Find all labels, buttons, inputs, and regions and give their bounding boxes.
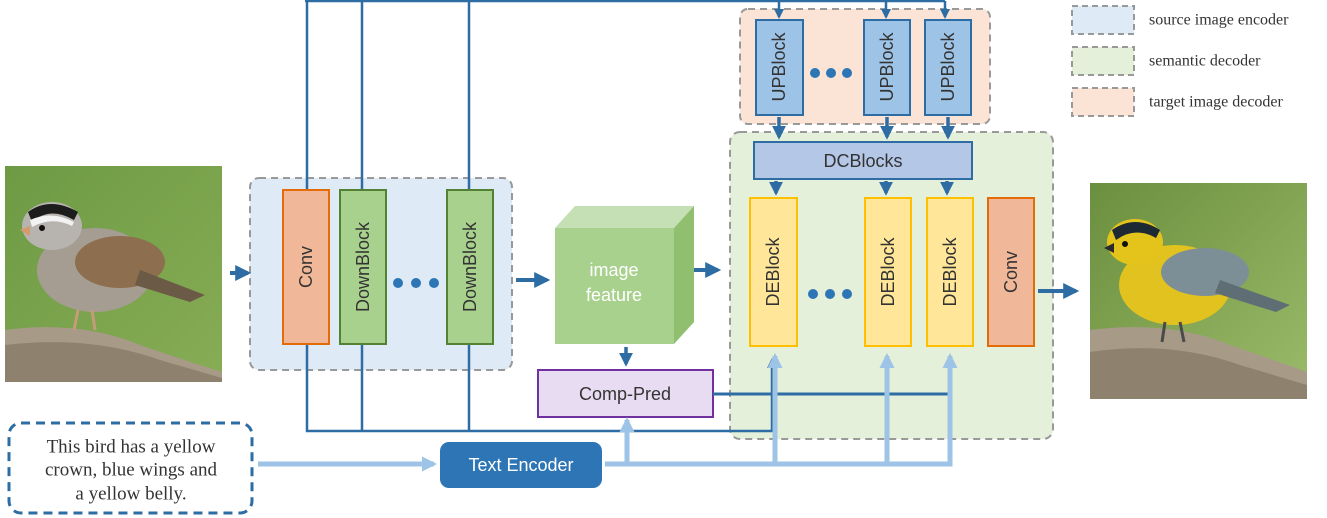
upblock-2: UPBlock [863,19,911,116]
text-encoder-label: Text Encoder [468,455,573,475]
skip-connections [305,0,950,433]
encoder-ellipsis [393,278,439,288]
deblock-1: DEBlock [749,197,798,347]
upblock-ellipsis [810,68,852,78]
upblock-1: UPBlock [755,19,804,116]
legend: source image encoder semantic decoder ta… [1071,5,1289,117]
comp-pred-block: Comp-Pred [537,369,714,418]
upblock-3-label: UPBlock [938,31,958,101]
deblock-3-label: DEBlock [940,236,960,306]
encoder-conv-label: Conv [296,246,316,288]
downblock-1-label: DownBlock [353,221,373,312]
text-description-box: This bird has a yellow crown, blue wings… [7,421,254,515]
upblock-1-label: UPBlock [769,31,789,101]
legend-swatch-target [1071,87,1135,117]
text-description-line2: crown, blue wings and [45,460,218,481]
deblock-1-label: DEBlock [763,236,783,306]
source-bird-image [5,166,222,382]
downblock-2-label: DownBlock [460,221,480,312]
deblock-ellipsis [808,289,852,299]
comp-pred-label: Comp-Pred [579,384,671,404]
dcblocks-to-deblock-arrows [769,181,954,196]
deblock-2-label: DEBlock [878,236,898,306]
text-connections [258,353,958,472]
encoder-conv-block: Conv [282,189,330,345]
decoder-conv-label: Conv [1001,251,1021,293]
downblock-2: DownBlock [446,189,494,345]
upblock-to-dcblocks-arrows [772,117,955,140]
text-description-line1: This bird has a yellow [47,437,216,458]
legend-swatch-source [1071,5,1135,35]
legend-label-target: target image decoder [1149,94,1284,111]
legend-label-source: source image encoder [1149,12,1289,29]
image-feature-label-line2: feature [586,285,642,305]
dcblocks-label: DCBlocks [823,151,902,171]
image-feature-label-line1: image [589,260,638,280]
legend-label-semantic: semantic decoder [1149,53,1261,70]
target-bird-image [1090,183,1307,399]
text-encoder-block: Text Encoder [440,442,602,488]
downblock-1: DownBlock [339,189,387,345]
decoder-conv-block: Conv [987,197,1035,347]
upblock-3: UPBlock [924,19,972,116]
deblock-2: DEBlock [864,197,912,347]
image-feature-cube: image feature [555,206,694,344]
text-description-line3: a yellow belly. [75,484,186,505]
upblock-2-label: UPBlock [877,31,897,101]
legend-swatch-semantic [1071,46,1135,76]
dcblocks-bar: DCBlocks [753,141,973,180]
deblock-3: DEBlock [926,197,974,347]
